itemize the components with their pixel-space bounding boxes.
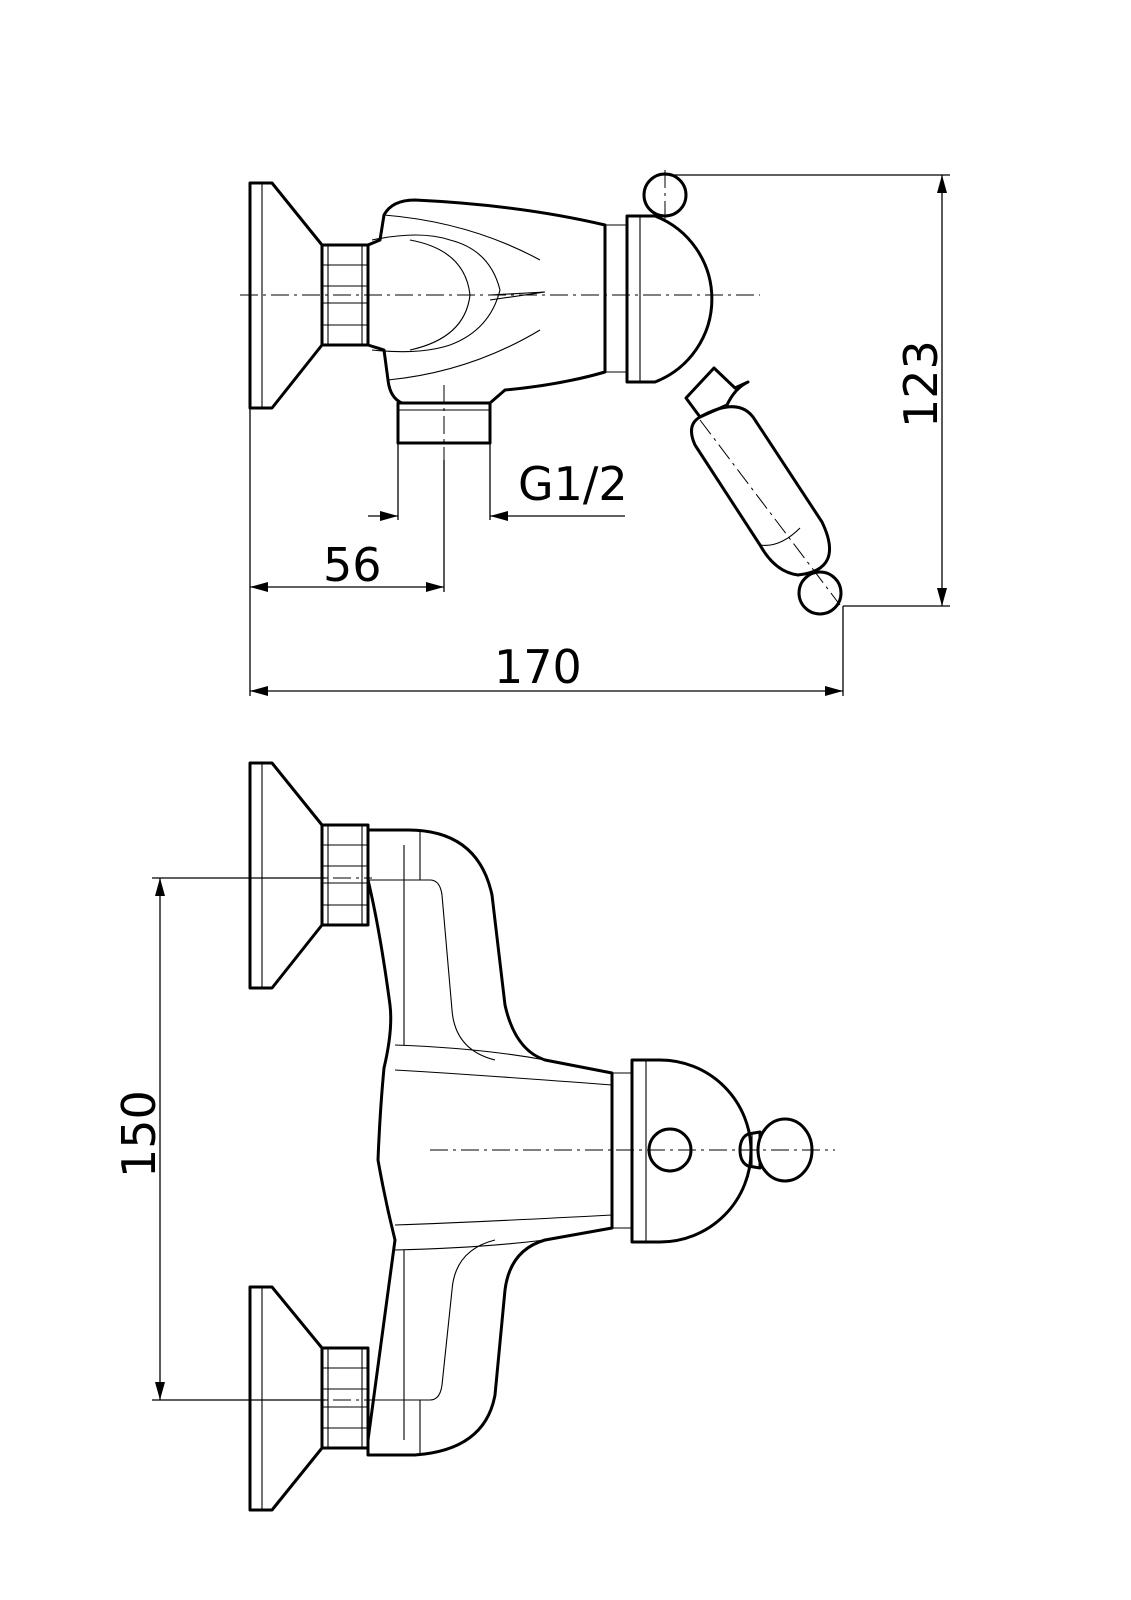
front-mixer-body (366, 828, 632, 1457)
front-cartridge-cap (630, 1058, 753, 1244)
front-bottom-wall-flange (248, 1285, 324, 1512)
length-dimension-label: 170 (494, 640, 582, 694)
depth-dimension-label: 56 (323, 538, 382, 592)
depth-dimension: 56 (250, 460, 445, 592)
height-dimension: 123 (665, 174, 950, 607)
side-lever-handle (684, 366, 843, 616)
spacing-dimension-label: 150 (112, 1090, 166, 1178)
thread-dimension-label: G1/2 (518, 457, 628, 511)
spacing-dimension: 150 (112, 877, 325, 1401)
side-view: G1/2 56 170 123 (240, 170, 950, 696)
height-dimension-label: 123 (894, 340, 948, 428)
side-cartridge-cap (625, 172, 714, 384)
front-center-lines (240, 877, 835, 1401)
front-view: 150 (112, 761, 835, 1512)
length-dimension: 170 (249, 408, 844, 696)
front-top-hex-nut (320, 823, 370, 927)
front-top-wall-flange (248, 761, 324, 990)
side-center-lines (240, 170, 841, 606)
thread-dimension: G1/2 (368, 443, 628, 521)
front-bottom-hex-nut (320, 1346, 370, 1450)
side-mixer-body (366, 198, 627, 405)
